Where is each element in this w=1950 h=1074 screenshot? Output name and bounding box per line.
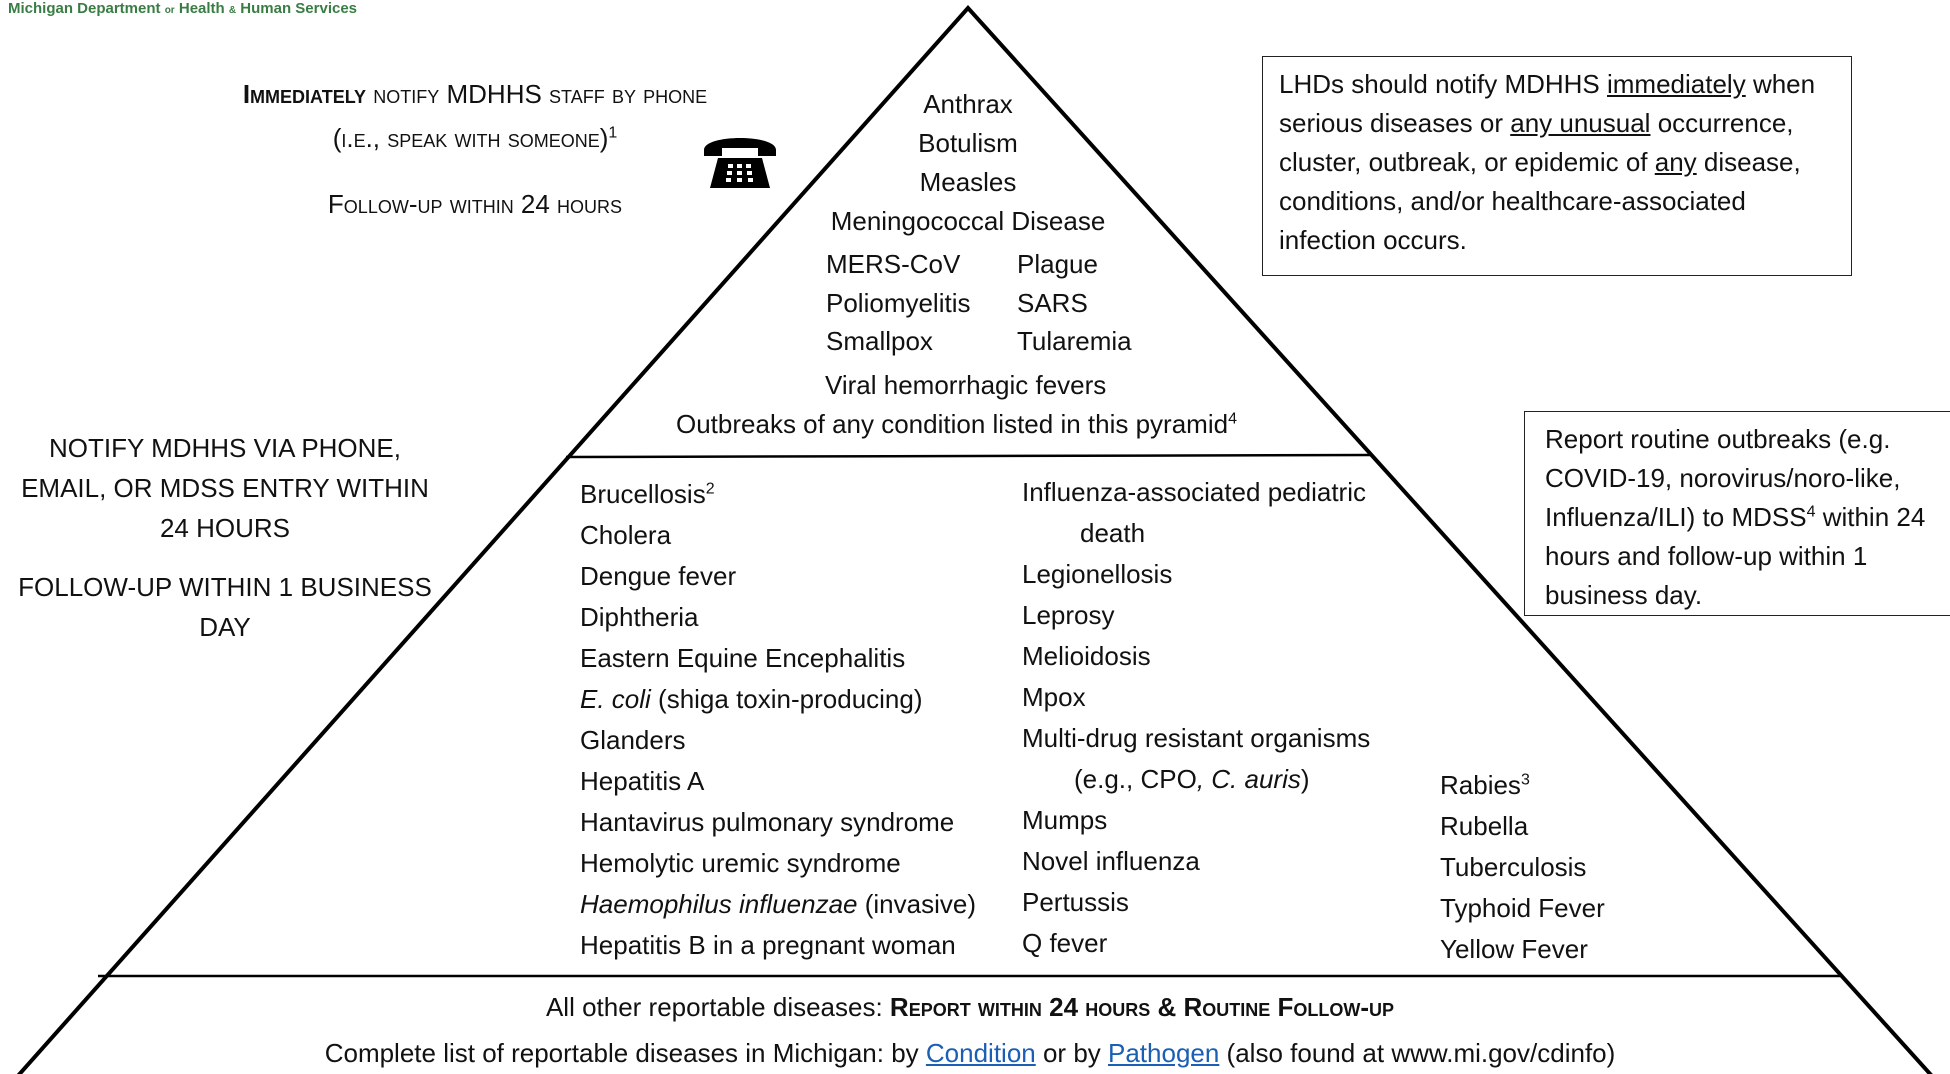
- disease-brucellosis: Brucellosis2: [580, 479, 715, 509]
- disease-rubella: Rubella: [1440, 811, 1529, 841]
- disease-plague: Plague: [1017, 249, 1098, 279]
- tier1-notify-line2: (i.e., speak with someone)1: [332, 123, 618, 153]
- disease-yellow-fever: Yellow Fever: [1440, 934, 1588, 964]
- disease-hantavirus: Hantavirus pulmonary syndrome: [580, 807, 955, 837]
- disease-mdro: Multi-drug resistant organisms: [1022, 723, 1371, 753]
- disease-q-fever: Q fever: [1022, 928, 1108, 958]
- disease-cholera: Cholera: [580, 520, 672, 550]
- pathogen-link[interactable]: Pathogen: [1108, 1038, 1220, 1068]
- condition-link[interactable]: Condition: [925, 1038, 1036, 1068]
- tier1-outbreaks: Outbreaks of any condition listed in thi…: [676, 409, 1237, 439]
- tier2-followup: FOLLOW-UP WITHIN 1 BUSINESS DAY: [18, 572, 432, 642]
- tier2-notify: NOTIFY MDHHS VIA PHONE, EMAIL, OR MDSS E…: [21, 433, 429, 543]
- disease-poliomyelitis: Poliomyelitis: [826, 288, 971, 318]
- disease-hepatitis-b: Hepatitis B in a pregnant woman: [580, 930, 956, 960]
- disease-pertussis: Pertussis: [1022, 887, 1129, 917]
- tier1-notify-line1: Immediately notify MDHHS staff by phone: [242, 79, 708, 109]
- tier-divider-top: [565, 453, 1373, 459]
- disease-mpox: Mpox: [1022, 682, 1086, 712]
- disease-hus: Hemolytic uremic syndrome: [580, 848, 901, 878]
- disease-rabies: Rabies3: [1440, 770, 1530, 800]
- disease-melioidosis: Melioidosis: [1022, 641, 1151, 671]
- tier2-column-1: Brucellosis2 Cholera Dengue fever Diphth…: [580, 474, 976, 966]
- disease-mdro-cont: (e.g., CPO, C. auris): [1074, 764, 1310, 794]
- disease-measles: Measles: [919, 167, 1017, 197]
- tier2-column-2: Influenza-associated pediatric death Leg…: [1022, 472, 1370, 964]
- disease-sars: SARS: [1017, 288, 1088, 318]
- disease-flu-pediatric: Influenza-associated pediatric: [1022, 477, 1366, 507]
- pyramid-sides: [16, 5, 1933, 1074]
- disease-hepatitis-a: Hepatitis A: [580, 766, 705, 796]
- disease-leprosy: Leprosy: [1022, 600, 1115, 630]
- disease-meningococcal: Meningococcal Disease: [830, 206, 1106, 236]
- routine-outbreaks-box: Report routine outbreaks (e.g. COVID-19,…: [1524, 411, 1950, 616]
- disease-haemophilus: Haemophilus influenzae (invasive): [580, 889, 976, 919]
- disease-botulism: Botulism: [918, 128, 1018, 158]
- disease-tuberculosis: Tuberculosis: [1440, 852, 1587, 882]
- disease-typhoid: Typhoid Fever: [1440, 893, 1605, 923]
- disease-anthrax: Anthrax: [923, 89, 1013, 119]
- tier1-followup: Follow-up within 24 hours: [327, 189, 623, 219]
- disease-flu-pediatric-cont: death: [1080, 518, 1146, 548]
- disease-ecoli: E. coli (shiga toxin-producing): [580, 684, 923, 714]
- tier2-column-3: Rabies3 Rubella Tuberculosis Typhoid Fev…: [1440, 765, 1605, 970]
- disease-diphtheria: Diphtheria: [580, 602, 699, 632]
- disease-glanders: Glanders: [580, 725, 686, 755]
- disease-vhf: Viral hemorrhagic fevers: [825, 370, 1107, 400]
- disease-smallpox: Smallpox: [826, 326, 933, 356]
- disease-eee: Eastern Equine Encephalitis: [580, 643, 906, 673]
- disease-tularemia: Tularemia: [1017, 326, 1132, 356]
- disease-novel-influenza: Novel influenza: [1022, 846, 1200, 876]
- tier3-all-other: All other reportable diseases: Report wi…: [545, 992, 1395, 1022]
- disease-mers-cov: MERS-CoV: [826, 249, 961, 279]
- disease-mumps: Mumps: [1022, 805, 1108, 835]
- lhd-notice-box: LHDs should notify MDHHS immediately whe…: [1262, 56, 1852, 276]
- disease-legionellosis: Legionellosis: [1022, 559, 1173, 589]
- mdhhs-logo: Michigan Department or Health & Human Se…: [8, 0, 358, 17]
- tier3-complete-list: Complete list of reportable diseases in …: [324, 1038, 1616, 1068]
- telephone-icon: [704, 138, 776, 188]
- disease-dengue: Dengue fever: [580, 561, 737, 591]
